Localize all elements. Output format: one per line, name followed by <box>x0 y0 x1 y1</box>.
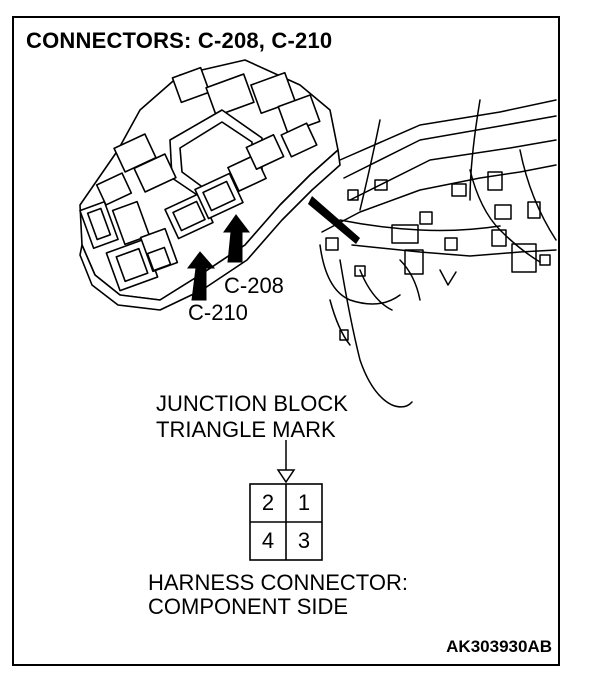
diagram-title: CONNECTORS: C-208, C-210 <box>26 28 333 53</box>
harness-connector-face <box>249 483 323 561</box>
diagram-frame <box>12 16 560 666</box>
label-c210: C-210 <box>188 300 248 325</box>
label-junction-block: JUNCTION BLOCK <box>156 391 348 416</box>
junction-block-illustration <box>79 59 341 311</box>
pin-4: 4 <box>261 528 275 553</box>
dashboard-illustration <box>319 99 557 408</box>
label-c208: C-208 <box>224 273 284 298</box>
figure-code: AK303930AB <box>446 637 552 656</box>
pin-1: 1 <box>297 490 311 515</box>
label-triangle-mark: TRIANGLE MARK <box>156 417 336 442</box>
pin-2: 2 <box>261 490 275 515</box>
connector-arrows <box>187 214 251 301</box>
triangle-mark-icon <box>276 469 296 484</box>
arrow-c208 <box>223 214 251 263</box>
label-harness-connector: HARNESS CONNECTOR: <box>148 570 408 595</box>
label-component-side: COMPONENT SIDE <box>148 594 349 619</box>
pointer-wedge <box>308 196 360 244</box>
arrow-c210 <box>187 251 216 301</box>
pin-3: 3 <box>297 528 311 553</box>
